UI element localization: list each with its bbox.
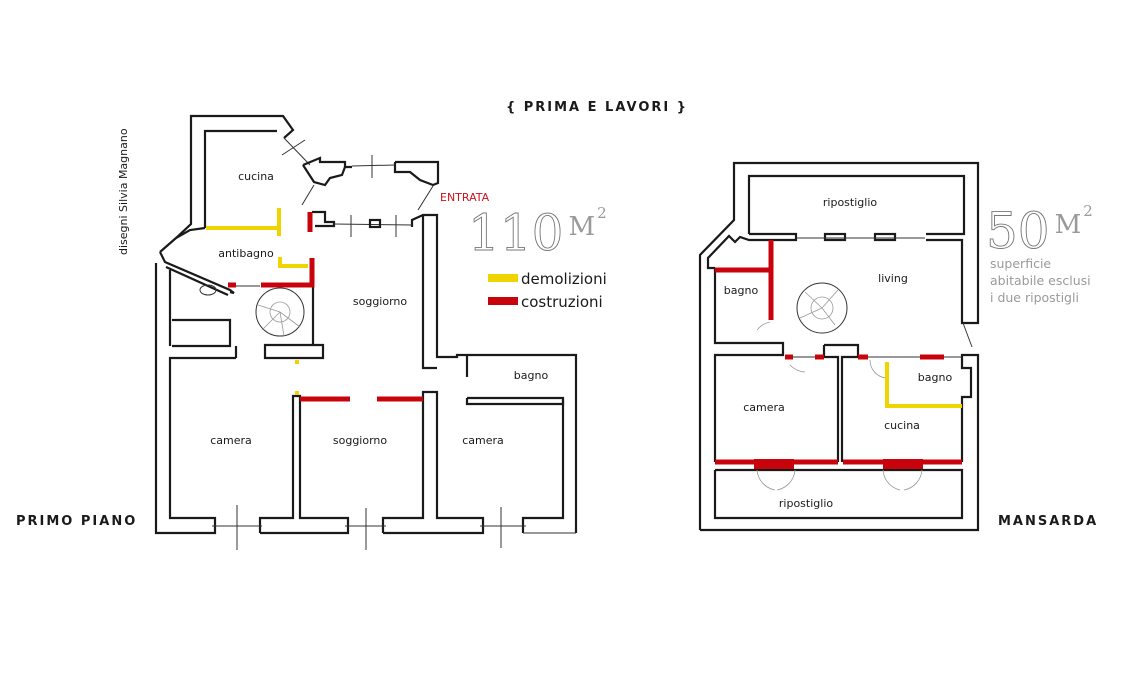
- entrance-label: ENTRATA: [440, 191, 490, 204]
- room-label: ripostiglio: [823, 196, 877, 209]
- room-label: antibagno: [218, 247, 274, 260]
- room-label: living: [878, 272, 908, 285]
- area-value: 50: [986, 202, 1050, 260]
- room-label: bagno: [514, 369, 549, 382]
- room-label: cucina: [884, 419, 920, 432]
- area-note-line: i due ripostigli: [990, 290, 1079, 305]
- room-label: ripostiglio: [779, 497, 833, 510]
- legend-swatch-demolizioni: [488, 274, 518, 282]
- primo-piano-plan: cucina antibagno soggiorno bagno camera …: [154, 114, 578, 550]
- area-note-line: abitabile esclusi: [990, 273, 1091, 288]
- room-label: camera: [743, 401, 785, 414]
- room-label: bagno: [724, 284, 759, 297]
- area-unit: M: [1055, 210, 1082, 240]
- area-exponent: 2: [1083, 202, 1093, 220]
- mansarda-plan: ripostiglio living bagno camera bagno cu…: [698, 161, 980, 532]
- legend: demolizioni costruzioni: [488, 270, 607, 311]
- room-label: soggiorno: [353, 295, 408, 308]
- page-title: { PRIMA E LAVORI }: [506, 100, 688, 115]
- area-value: 110: [468, 204, 563, 262]
- credit-text: disegni Silvia Magnano: [117, 128, 130, 255]
- mansarda-caption: MANSARDA: [998, 514, 1098, 529]
- area-exponent: 2: [597, 204, 607, 222]
- room-label: camera: [462, 434, 504, 447]
- legend-swatch-costruzioni: [488, 297, 518, 305]
- legend-label-demolizioni: demolizioni: [521, 270, 607, 288]
- room-label: bagno: [918, 371, 953, 384]
- primo-piano-caption: PRIMO PIANO: [16, 514, 137, 529]
- area-note-line: superficie: [990, 256, 1051, 271]
- room-label: camera: [210, 434, 252, 447]
- legend-label-costruzioni: costruzioni: [521, 293, 603, 311]
- room-label: soggiorno: [333, 434, 388, 447]
- area-unit: M: [568, 212, 595, 242]
- room-label: cucina: [238, 170, 274, 183]
